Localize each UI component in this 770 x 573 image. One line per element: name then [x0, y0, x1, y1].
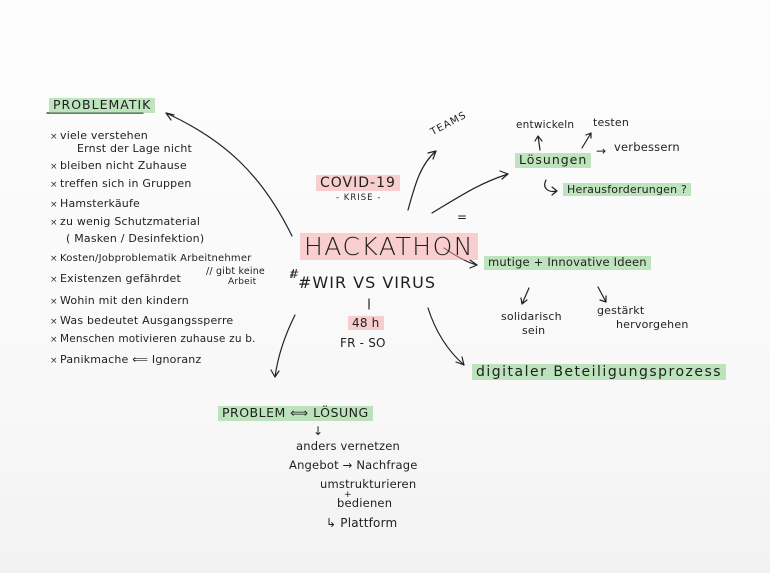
sein-label: sein [522, 324, 546, 337]
x-bullet-icon: × [50, 297, 58, 307]
anders-vernetzen-label: anders vernetzen [296, 439, 400, 453]
x-bullet-icon: × [50, 132, 58, 142]
problematik-item-text: Was bedeutet Ausgangssperre [60, 314, 234, 327]
loesungen-label: Lösungen [515, 153, 592, 168]
ideen-label: mutige + Innovative Ideen [484, 256, 651, 270]
problematik-item-1b: Ernst der Lage nicht [77, 142, 193, 155]
problem-loesung-label: PROBLEM ⟺ LÖSUNG [218, 406, 373, 421]
problematik-item-text: zu wenig Schutzmaterial [60, 215, 201, 228]
covid-label: COVID-19 [316, 175, 400, 191]
solidarisch-label: solidarisch [501, 310, 562, 323]
connector-teams [407, 150, 437, 211]
days-label: FR - SO [340, 336, 386, 350]
problematik-item-7: ×Existenzen gefährdet [50, 273, 181, 285]
problematik-item-3: ×treffen sich in Gruppen [50, 178, 192, 190]
hash-symbol: # [289, 267, 300, 281]
connector-loesungen [431, 173, 509, 214]
connector-problematik [165, 112, 293, 237]
problematik-item-8: ×Wohin mit den kindern [50, 295, 189, 307]
arrow-entwickeln [534, 135, 543, 151]
problematik-item-5b: ( Masken / Desinfektion) [66, 232, 205, 245]
problematik-item-11: ×Panikmache ⟸ Ignoranz [50, 354, 201, 366]
arrowhead-problem-loesung [270, 369, 280, 378]
problematik-item-10: ×Menschen motivieren zuhause zu b. [50, 334, 256, 345]
umstrukturieren-label: umstrukturieren [320, 477, 417, 491]
x-bullet-icon: × [50, 218, 58, 228]
krise-label: - KRISE - [336, 193, 382, 203]
problematik-heading: PROBLEMATIK [49, 98, 156, 113]
arrow-herausforderungen [544, 179, 558, 196]
arrowhead-digital [455, 356, 465, 366]
angebot-nachfrage-label: Angebot → Nachfrage [289, 458, 418, 472]
arrowhead-loesungen [499, 170, 509, 180]
duration-label: 48 h [348, 316, 384, 330]
x-bullet-icon: × [50, 162, 58, 172]
plattform-label: ↳ Plattform [326, 516, 398, 530]
entwickeln-label: entwickeln [516, 119, 575, 131]
x-bullet-icon: × [50, 275, 58, 285]
testen-label: testen [593, 116, 630, 129]
verbessern-label: verbessern [614, 140, 680, 154]
down-arrow-icon: ↓ [313, 424, 324, 438]
connector-digital [427, 307, 465, 366]
connector-problem-loesung [274, 314, 296, 378]
problematik-item-text: Existenzen gefährdet [60, 272, 182, 285]
digitaler-beteiligungsprozess-label: digitaler Beteiligungsprozess [472, 364, 727, 380]
x-bullet-icon: × [50, 254, 58, 264]
problematik-item-1: ×viele verstehen [50, 130, 148, 142]
equals-mark: = [457, 210, 468, 224]
problematik-item-2: ×bleiben nicht Zuhause [50, 160, 187, 172]
hashtag-label: #WIR VS VIRUS [298, 273, 436, 292]
arrowhead-ideen [469, 259, 478, 269]
problematik-item-5: ×zu wenig Schutzmaterial [50, 216, 200, 228]
hackathon-title: HACKATHON [300, 233, 478, 260]
problematik-item-text: Kosten/Jobproblematik Arbeitnehmer [60, 253, 252, 264]
arrowhead-problematik [165, 112, 175, 121]
problematik-item-text: Hamsterkäufe [60, 197, 140, 210]
problematik-item-text: Panikmache ⟸ Ignoranz [60, 353, 202, 366]
x-bullet-icon: × [50, 335, 58, 345]
problematik-item-4: ×Hamsterkäufe [50, 198, 140, 210]
bedienen-label: bedienen [337, 496, 393, 510]
problematik-item-7-note: // gibt keine [206, 266, 265, 277]
problematik-item-9: ×Was bedeutet Ausgangssperre [50, 315, 233, 327]
herausforderungen-label: Herausforderungen ? [563, 183, 692, 196]
arrowhead-teams [427, 150, 437, 160]
x-bullet-icon: × [50, 180, 58, 190]
problematik-item-7-note2: Arbeit [228, 277, 257, 287]
hervorgehen-label: hervorgehen [616, 318, 689, 331]
problematik-item-6: ×Kosten/Jobproblematik Arbeitnehmer [50, 254, 252, 264]
problematik-item-text: viele verstehen [60, 129, 148, 142]
plus-label: + [344, 490, 352, 500]
x-bullet-icon: × [50, 200, 58, 210]
arrow-solidarisch [520, 287, 530, 305]
problematik-item-text: Menschen motivieren zuhause zu b. [60, 333, 256, 345]
arrow-right-icon: → [596, 144, 607, 158]
gestaerkt-label: gestärkt [597, 304, 645, 317]
problematik-item-text: treffen sich in Gruppen [60, 177, 192, 190]
problematik-item-text: bleiben nicht Zuhause [60, 159, 187, 172]
x-bullet-icon: × [50, 356, 58, 366]
left-marks: // [290, 269, 298, 280]
arrow-testen [581, 132, 592, 149]
problematik-item-text: Wohin mit den kindern [60, 294, 189, 307]
x-bullet-icon: × [50, 317, 58, 327]
arrow-gestaerkt [597, 286, 607, 303]
